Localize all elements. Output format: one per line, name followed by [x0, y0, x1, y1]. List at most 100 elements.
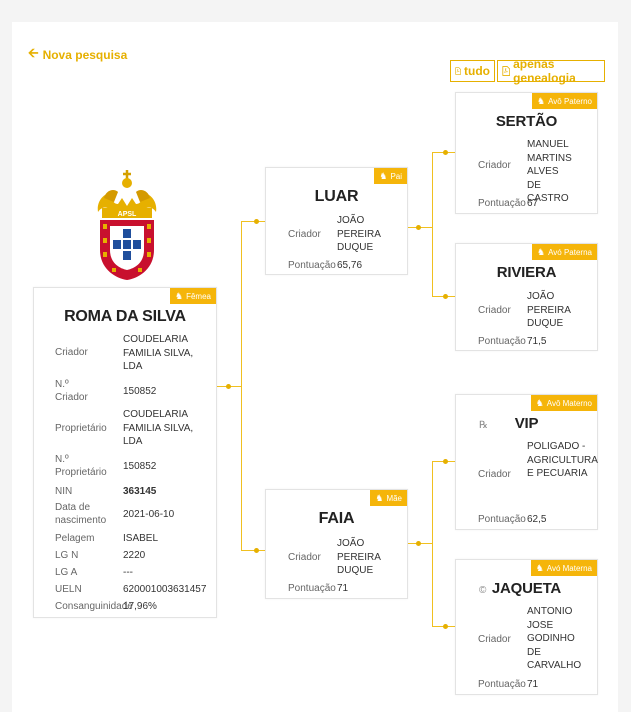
horse-icon: ♞	[537, 246, 546, 257]
field-value: 620001003631457	[123, 584, 207, 595]
breeder-value: POLIGADO - AGRICULTURA E PECUARIA	[527, 441, 598, 479]
horse-name: ROMA DA SILVA	[64, 308, 186, 325]
grandparent-badge: ♞Avô Paterno	[532, 93, 597, 109]
pdf-icon	[455, 67, 461, 75]
field-label: Proprietário	[55, 423, 107, 434]
horse-name: RIVIERA	[496, 264, 557, 281]
grandparent-badge: ♞Avó Paterna	[532, 244, 597, 260]
horse-name: VIP	[514, 415, 539, 432]
score-value: 67	[527, 198, 539, 209]
horse-name: LUAR	[314, 188, 359, 205]
breeder-label: Criador	[478, 634, 511, 645]
pdf-genealogy-label: apenas genealogia	[513, 57, 576, 85]
crest-text: APSL	[118, 211, 137, 218]
maternal-grandsire-card[interactable]: ♞Avô Materno ℞ VIP Criador POLIGADO - AG…	[455, 394, 598, 530]
field-label: Consanguinidade	[55, 601, 133, 612]
score-label: Pontuação	[478, 679, 526, 690]
new-search-link[interactable]: 🡨 Nova pesquisa	[28, 44, 127, 66]
connector-line	[241, 550, 265, 551]
score-label: Pontuação	[288, 260, 336, 271]
horse-icon: ♞	[175, 290, 184, 301]
connector-dot	[254, 219, 259, 224]
horse-icon: ♞	[535, 397, 544, 408]
field-value: 150852	[123, 386, 157, 397]
connector-dot	[416, 541, 421, 546]
breeder-value: JOÃO PEREIRA DUQUE	[337, 538, 381, 576]
connector-line	[241, 221, 265, 222]
paternal-granddam-card[interactable]: ♞Avó Paterna RIVIERA Criador JOÃO PEREIR…	[455, 243, 598, 351]
horse-name: JAQUETA	[491, 580, 562, 597]
parent-badge: ♞Mãe	[370, 490, 407, 506]
connector-dot	[443, 150, 448, 155]
score-value: 62,5	[527, 514, 547, 525]
breeder-value: JOÃO PEREIRA DUQUE	[527, 291, 571, 329]
horse-icon: ♞	[535, 562, 544, 573]
apsl-crest-logo: APSL	[97, 170, 157, 280]
field-value: 150852	[123, 461, 157, 472]
connector-dot	[443, 624, 448, 629]
grandparent-badge: ♞Avô Materno	[530, 395, 597, 411]
horse-icon: ♞	[375, 492, 384, 503]
parent-badge: ♞Pai	[374, 168, 407, 184]
horse-icon: ♞	[379, 170, 388, 181]
nin-value: 363145	[123, 486, 157, 497]
field-label: Data de nascimento	[55, 502, 107, 526]
score-label: Pontuação	[478, 198, 526, 209]
subject-card[interactable]: ♞Fêmea ROMA DA SILVA Criador COUDELARIA …	[33, 287, 217, 618]
score-label: Pontuação	[478, 336, 526, 347]
score-value: 71,5	[527, 336, 547, 347]
breeder-label: Criador	[288, 229, 321, 240]
connector-dot	[254, 548, 259, 553]
copyright-mark-icon: ©	[479, 585, 487, 596]
connector-dot	[443, 294, 448, 299]
dam-card[interactable]: ♞Mãe FAIA Criador JOÃO PEREIRA DUQUE Pon…	[265, 489, 408, 599]
field-label: N.º Proprietário	[55, 454, 107, 478]
breeder-label: Criador	[288, 552, 321, 563]
sex-badge: ♞Fêmea	[170, 288, 216, 304]
score-label: Pontuação	[288, 583, 336, 594]
field-value: ---	[123, 567, 133, 578]
field-value: 2220	[123, 550, 146, 561]
field-label: LG A	[55, 567, 78, 578]
field-label: Pelagem	[55, 533, 95, 544]
breeder-label: Criador	[478, 305, 511, 316]
connector-line	[432, 461, 433, 627]
breeder-label: Criador	[478, 160, 511, 171]
field-label: UELN	[55, 584, 82, 595]
breeder-label: Criador	[478, 469, 511, 480]
connector-line	[432, 152, 433, 297]
field-label: NIN	[55, 486, 73, 497]
maternal-granddam-card[interactable]: ♞Avó Materna © JAQUETA Criador ANTONIO J…	[455, 559, 598, 695]
pdf-all-label: tudo	[464, 64, 490, 78]
field-label: LG N	[55, 550, 79, 561]
horse-name: SERTÃO	[495, 113, 558, 130]
pdf-genealogy-button[interactable]: apenas genealogia	[497, 57, 605, 85]
field-value: 17,96%	[123, 601, 157, 612]
score-value: 71	[337, 583, 349, 594]
connector-dot	[226, 384, 231, 389]
field-value: 2021-06-10	[123, 509, 175, 520]
field-label: N.º Criador	[55, 379, 88, 403]
score-value: 71	[527, 679, 539, 690]
connector-dot	[416, 225, 421, 230]
horse-icon: ♞	[537, 95, 546, 106]
score-label: Pontuação	[478, 514, 526, 525]
breeder-value: ANTONIO JOSE GODINHO DE CARVALHO	[527, 606, 582, 671]
field-label: Criador	[55, 347, 88, 358]
field-value: COUDELARIA FAMILIA SILVA, LDA	[123, 334, 194, 372]
connector-dot	[443, 459, 448, 464]
pdf-icon	[502, 66, 511, 76]
connector-line	[241, 221, 242, 551]
sire-card[interactable]: ♞Pai LUAR Criador JOÃO PEREIRA DUQUE Pon…	[265, 167, 408, 275]
horse-name: FAIA	[318, 510, 355, 527]
paternal-grandsire-card[interactable]: ♞Avô Paterno SERTÃO Criador MANUEL MARTI…	[455, 92, 598, 214]
grandparent-badge: ♞Avó Materna	[530, 560, 597, 576]
breeder-value: JOÃO PEREIRA DUQUE	[337, 215, 381, 253]
score-value: 65,76	[337, 260, 363, 271]
field-value: COUDELARIA FAMILIA SILVA, LDA	[123, 409, 194, 447]
arrow-left-icon: 🡨	[28, 45, 39, 60]
breeder-value: MANUEL MARTINS ALVES DE CASTRO	[527, 139, 572, 204]
field-value: ISABEL	[123, 533, 159, 544]
pdf-all-button[interactable]: tudo	[450, 60, 495, 82]
new-search-label: Nova pesquisa	[42, 48, 128, 62]
